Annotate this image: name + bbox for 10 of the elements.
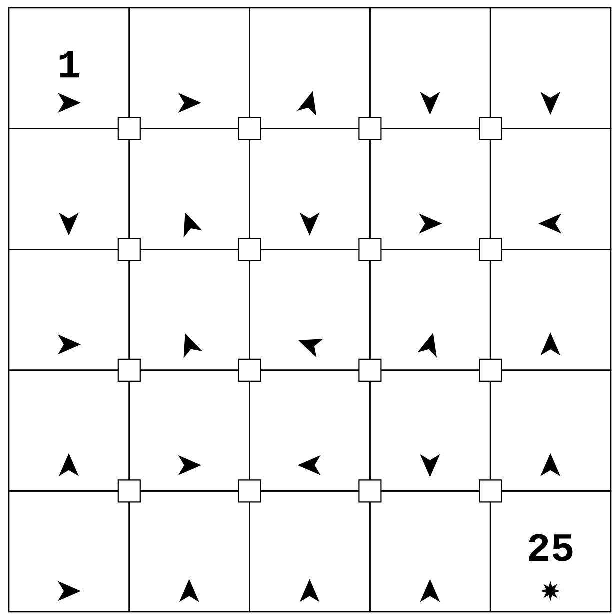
numbered-cell: 25 (490, 490, 612, 613)
grid-cell (490, 370, 612, 492)
grid-cell (8, 490, 130, 613)
grid-cell (128, 490, 250, 613)
grid-cell (370, 490, 492, 613)
numbered-cell: 1 (8, 7, 130, 130)
grid-cell (490, 7, 612, 130)
grid-cell (249, 490, 371, 613)
grid-cell (490, 248, 612, 372)
grid-cell (490, 128, 612, 250)
